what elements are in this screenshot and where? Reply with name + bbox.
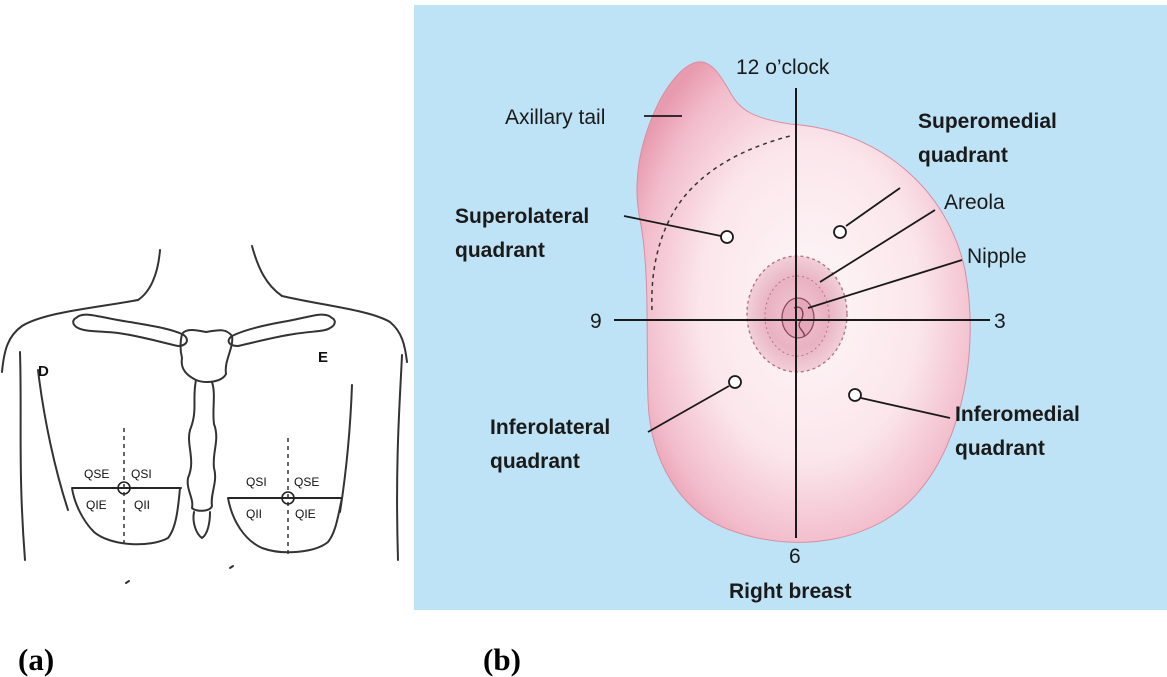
label-inferolateral-line1: Inferolateral	[490, 416, 610, 439]
label-superomedial-line1: Superomedial	[918, 110, 1057, 133]
label-right-qsi: QSI	[131, 467, 152, 481]
label-9: 9	[590, 310, 602, 333]
label-3: 3	[994, 310, 1006, 333]
label-right-qie: QIE	[86, 498, 107, 512]
diagram-title: Right breast	[729, 580, 852, 603]
label-superolateral-line2: quadrant	[455, 239, 545, 262]
label-side-right: D	[38, 363, 49, 380]
label-superomedial-line2: quadrant	[918, 144, 1008, 167]
label-nipple: Nipple	[967, 245, 1027, 268]
label-inferomedial-line2: quadrant	[955, 437, 1045, 460]
label-right-qii: QII	[134, 498, 150, 512]
label-left-qsi: QSI	[246, 475, 267, 489]
label-axillary-tail: Axillary tail	[505, 106, 605, 129]
superolateral-marker	[721, 231, 733, 243]
label-side-left: E	[318, 349, 328, 366]
label-left-qse: QSE	[294, 475, 319, 489]
panel-a-torso-sketch: D E QSE QSI QIE QII QSI QSE QII QIE	[0, 245, 412, 610]
label-right-qse: QSE	[84, 467, 109, 481]
panel-a-caption: (a)	[18, 642, 54, 677]
nipple	[782, 298, 814, 338]
label-left-qie: QIE	[295, 507, 316, 521]
label-left-qii: QII	[246, 507, 262, 521]
label-12-oclock: 12 o’clock	[736, 56, 830, 79]
inferolateral-marker	[729, 376, 741, 388]
label-areola: Areola	[944, 191, 1005, 214]
panel-b-breast-diagram: 12 o’clock 9 3 6 Axillary tail Superomed…	[414, 5, 1167, 610]
inferomedial-marker	[849, 389, 861, 401]
label-6: 6	[789, 545, 801, 568]
label-inferolateral-line2: quadrant	[490, 450, 580, 473]
label-superolateral-line1: Superolateral	[455, 205, 589, 228]
label-inferomedial-line1: Inferomedial	[955, 403, 1080, 426]
superomedial-marker	[834, 226, 846, 238]
panel-b-caption: (b)	[483, 642, 521, 677]
